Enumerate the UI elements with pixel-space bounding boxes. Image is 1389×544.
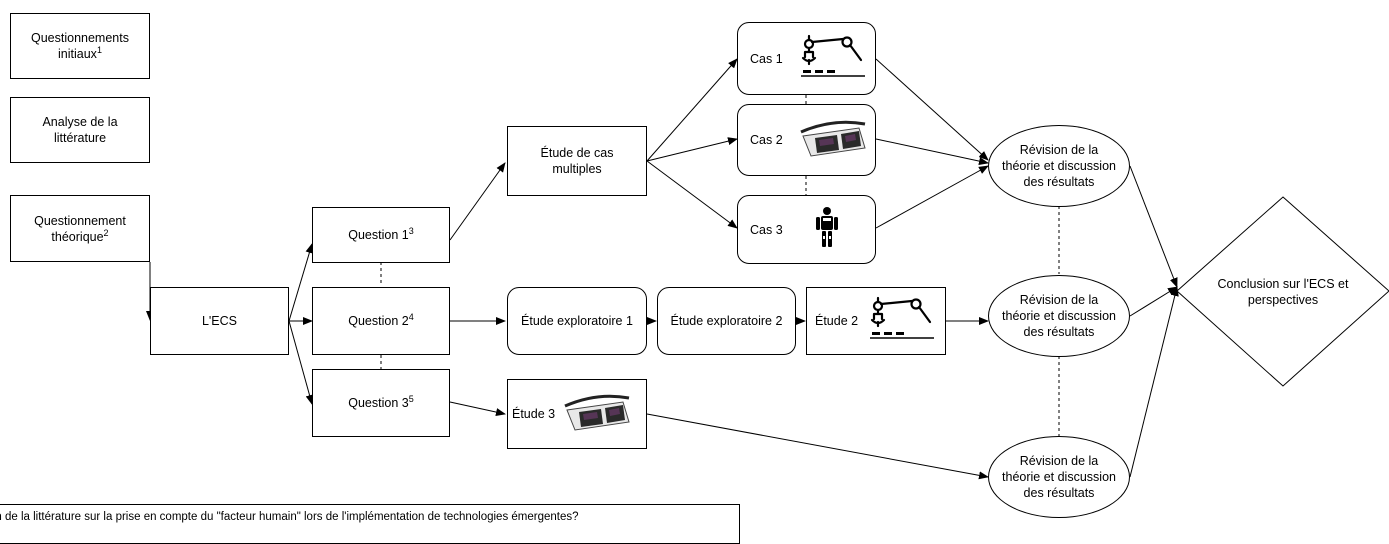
q-theorique-line1: Questionnement: [34, 213, 126, 228]
revision-line1: Révision de la: [1019, 293, 1099, 307]
revision-ellipse-3[interactable]: Révision de la théorie et discussion des…: [988, 436, 1130, 518]
footnote-ref: 5: [408, 393, 414, 404]
etude-exploratoire-1-box[interactable]: Étude exploratoire 1: [507, 287, 647, 355]
conclusion-label: Conclusion sur l'ECS et perspectives: [1200, 276, 1366, 308]
analyse-line2: littérature: [53, 131, 107, 145]
cas1-label: Cas 1: [750, 51, 783, 66]
vr-headset-icon: [561, 388, 633, 440]
footnote-text: on de la littérature sur la prise en com…: [0, 511, 579, 523]
question2-label: Question 2: [348, 314, 409, 328]
revision-line3: des résultats: [1023, 486, 1095, 500]
cas3-label: Cas 3: [750, 222, 783, 237]
q-initiaux-line2: initiaux: [58, 47, 97, 61]
conclusion-line2: perspectives: [1247, 293, 1319, 307]
footnote-box: on de la littérature sur la prise en com…: [0, 504, 740, 544]
revision-line2: théorie et discussion: [1002, 309, 1116, 323]
q-theorique-line2: théorique: [51, 229, 104, 244]
revision-line1: Révision de la: [1019, 454, 1099, 468]
etude-cas-line2: multiples: [552, 162, 602, 176]
explo1-label: Étude exploratoire 1: [521, 314, 633, 328]
cas3-box[interactable]: Cas 3: [737, 195, 876, 264]
revision-line3: des résultats: [1023, 325, 1095, 339]
questionnements-initiaux-box[interactable]: Questionnements initiaux1: [10, 13, 150, 79]
footnote-ref: 2: [103, 227, 109, 238]
footnote-ref: 3: [408, 225, 414, 236]
ecs-label: L'ECS: [201, 314, 238, 328]
question3-box[interactable]: Question 35: [312, 369, 450, 437]
q-initiaux-line1: Questionnements: [31, 31, 129, 45]
conclusion-diamond: [1176, 196, 1389, 387]
vr-headset-icon: [797, 114, 869, 166]
footnote-ref: 1: [96, 44, 102, 55]
cas1-box[interactable]: Cas 1: [737, 22, 876, 95]
etude2-label: Étude 2: [815, 314, 859, 328]
ecs-box[interactable]: L'ECS: [150, 287, 289, 355]
revision-line1: Révision de la: [1019, 143, 1099, 157]
footnote-ref: 4: [408, 311, 414, 322]
revision-line3: des résultats: [1023, 175, 1095, 189]
analyse-litterature-box[interactable]: Analyse de la littérature: [10, 97, 150, 163]
etude2-box[interactable]: Étude 2: [806, 287, 946, 355]
revision-ellipse-2[interactable]: Révision de la théorie et discussion des…: [988, 275, 1130, 357]
flow-connectors: [146, 58, 1389, 480]
etude-cas-line1: Étude de cas: [540, 146, 614, 160]
explo2-label: Étude exploratoire 2: [670, 314, 783, 328]
question3-label: Question 3: [348, 396, 409, 410]
robot-arm-icon: [866, 296, 938, 346]
revision-ellipse-1[interactable]: Révision de la théorie et discussion des…: [988, 125, 1130, 207]
etude3-box[interactable]: Étude 3: [507, 379, 647, 449]
revision-line2: théorie et discussion: [1002, 159, 1116, 173]
question2-box[interactable]: Question 24: [312, 287, 450, 355]
etude3-label: Étude 3: [512, 407, 556, 421]
revision-line2: théorie et discussion: [1002, 470, 1116, 484]
cas2-box[interactable]: Cas 2: [737, 104, 876, 176]
etude-exploratoire-2-box[interactable]: Étude exploratoire 2: [657, 287, 796, 355]
question1-label: Question 1: [348, 228, 409, 242]
cas2-label: Cas 2: [750, 133, 783, 147]
robot-arm-icon: [797, 34, 869, 84]
question1-box[interactable]: Question 13: [312, 207, 450, 263]
exoskeleton-icon: [815, 206, 839, 254]
etude-cas-multiples-box[interactable]: Étude de cas multiples: [507, 126, 647, 196]
conclusion-line1: Conclusion sur l'ECS et: [1217, 277, 1349, 291]
questionnement-theorique-box[interactable]: Questionnement théorique2: [10, 195, 150, 262]
analyse-line1: Analyse de la: [42, 115, 118, 129]
